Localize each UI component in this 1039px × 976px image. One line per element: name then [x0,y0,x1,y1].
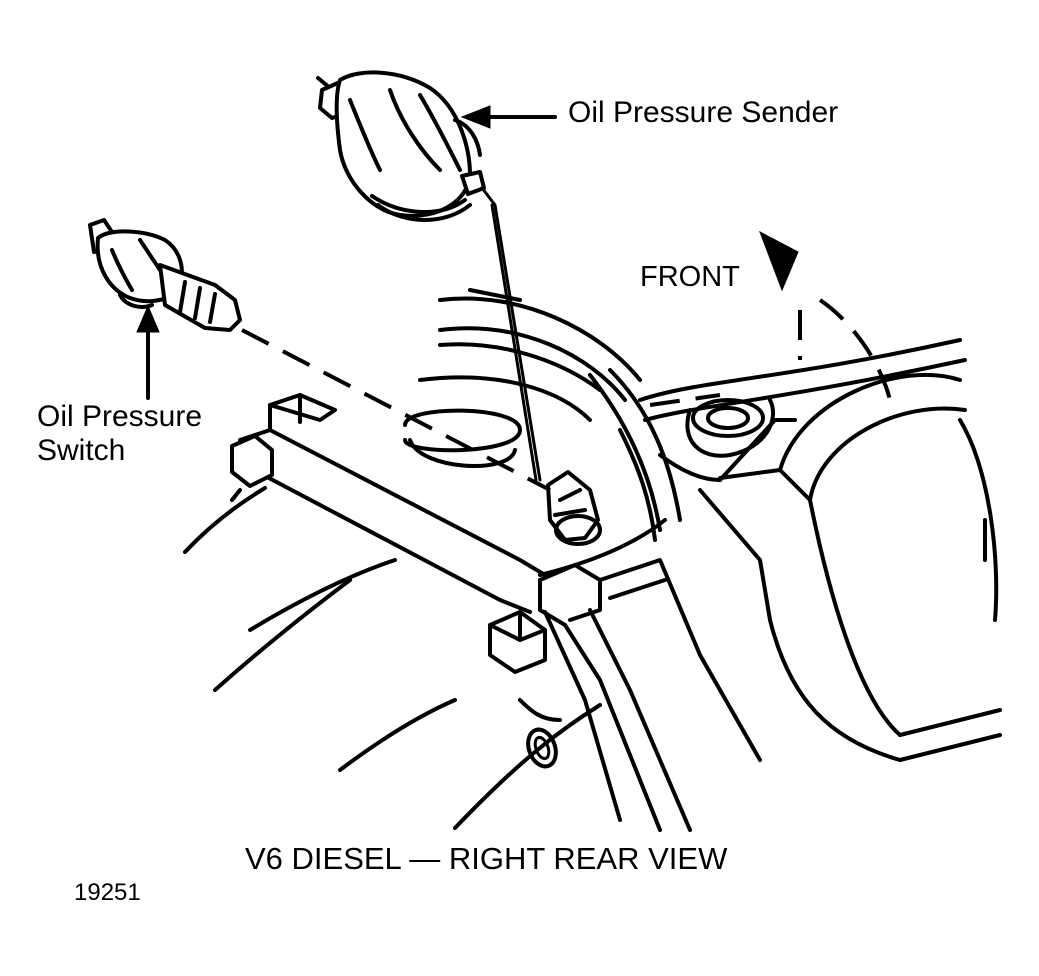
front-arrow-icon [759,230,799,292]
oil-pressure-sender-label: Oil Pressure Sender [568,96,839,129]
oil-pressure-switch-label-line2: Switch [37,434,126,467]
engine-block [183,288,1002,832]
diagram-caption: V6 DIESEL — RIGHT REAR VIEW [245,841,728,876]
front-label: FRONT [640,261,740,293]
oil-pressure-switch-label-line1: Oil Pressure [37,400,203,433]
switch-dashed-leader [241,328,551,492]
sender-leader-line [480,186,542,482]
sender-arrow [460,105,557,129]
switch-arrow [136,304,160,400]
figure-number: 19251 [74,879,141,906]
oil-pressure-switch-label: Oil Pressure Switch [37,400,202,468]
oil-pressure-switch-part [88,218,242,332]
oil-pressure-sender-part [316,70,486,222]
